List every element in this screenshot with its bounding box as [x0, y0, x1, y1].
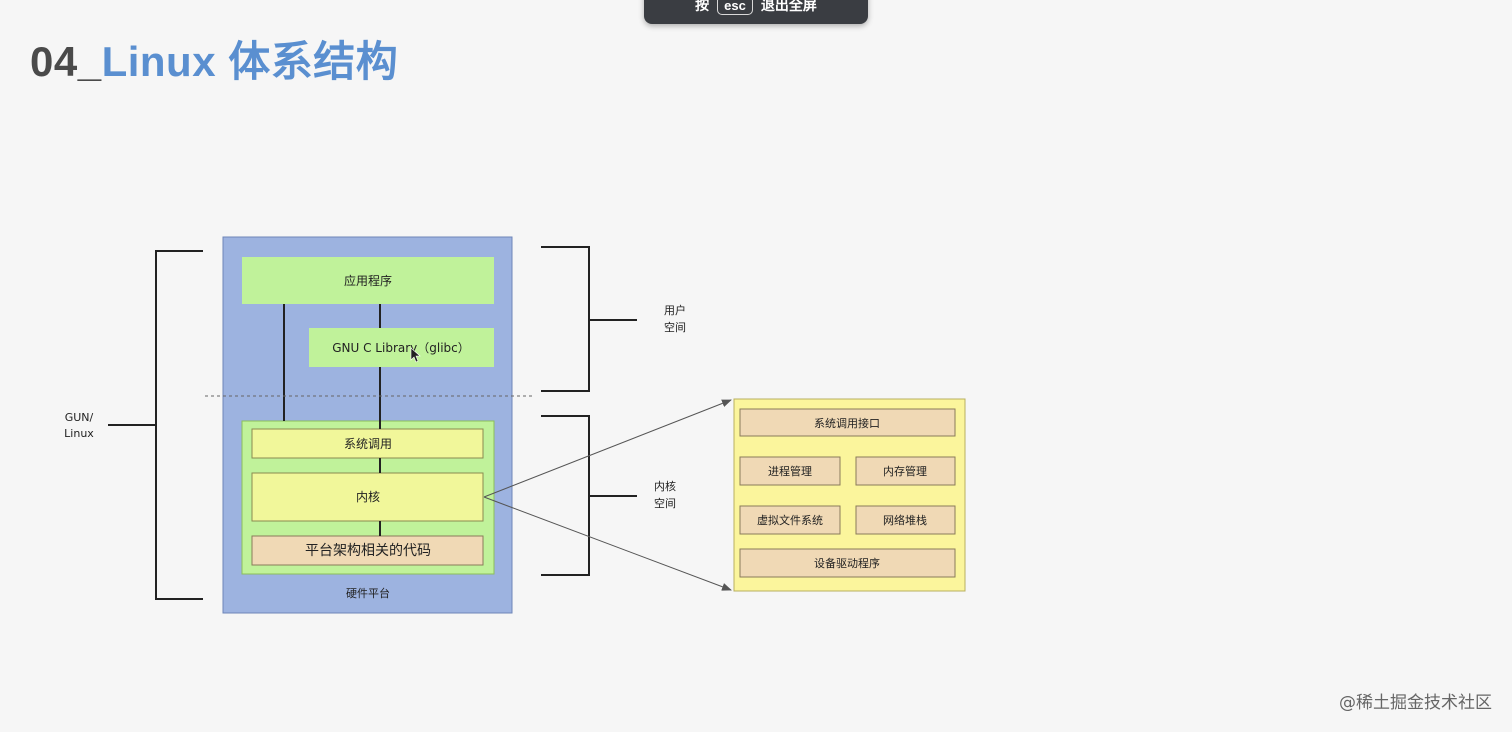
- mouse-cursor-icon: [410, 347, 421, 363]
- hint-press-label: 按: [695, 0, 710, 14]
- network-stack-box: [855, 505, 956, 535]
- memory-mgmt-label: 内存管理: [883, 464, 927, 478]
- hardware-platform-label: 硬件平台: [346, 586, 390, 600]
- title-number: 04_: [30, 38, 102, 85]
- arch-code-box: [251, 535, 484, 566]
- kernel-space-label-line1: 内核: [654, 479, 676, 493]
- gnu-linux-label-line2: Linux: [64, 427, 94, 440]
- glibc-label: GNU C Library（glibc）: [332, 341, 470, 355]
- glibc-box: [309, 328, 494, 367]
- title-text: Linux 体系结构: [101, 38, 399, 85]
- process-mgmt-box: [739, 456, 841, 486]
- memory-mgmt-box: [855, 456, 956, 486]
- device-drivers-box: [739, 548, 956, 578]
- application-box: [242, 257, 494, 304]
- hint-action-label: 退出全屏: [760, 0, 817, 14]
- syscall-box: [251, 428, 484, 459]
- syscall-label: 系统调用: [344, 437, 392, 451]
- zoom-arrow-top: [483, 399, 732, 498]
- syscall-interface-label: 系统调用接口: [814, 417, 880, 430]
- user-space-label-line2: 空间: [664, 320, 686, 334]
- vfs-label: 虚拟文件系统: [757, 513, 823, 527]
- fullscreen-exit-hint[interactable]: 按 esc 退出全屏: [644, 0, 868, 24]
- process-mgmt-label: 进程管理: [768, 464, 812, 478]
- kernel-label: 内核: [356, 490, 380, 504]
- kernel-space-bracket: [541, 415, 637, 576]
- application-label: 应用程序: [344, 273, 392, 288]
- network-stack-label: 网络堆栈: [883, 513, 927, 527]
- watermark: @稀土掘金技术社区: [1339, 693, 1492, 713]
- vfs-box: [739, 505, 841, 535]
- gnu-linux-bracket: [108, 250, 203, 600]
- kernel-box: [251, 472, 484, 522]
- syscall-interface-box: [739, 408, 956, 437]
- esc-key-badge: esc: [717, 0, 753, 15]
- user-space-label-line1: 用户: [664, 303, 686, 317]
- zoom-arrow-bottom: [483, 496, 732, 591]
- page-title: 04_Linux 体系结构: [30, 28, 398, 89]
- kernel-space-label-line2: 空间: [654, 496, 676, 510]
- gnu-linux-label-line1: GUN/: [65, 411, 94, 424]
- user-space-bracket: [541, 246, 637, 392]
- device-drivers-label: 设备驱动程序: [814, 556, 880, 570]
- arch-code-label: 平台架构相关的代码: [305, 543, 431, 559]
